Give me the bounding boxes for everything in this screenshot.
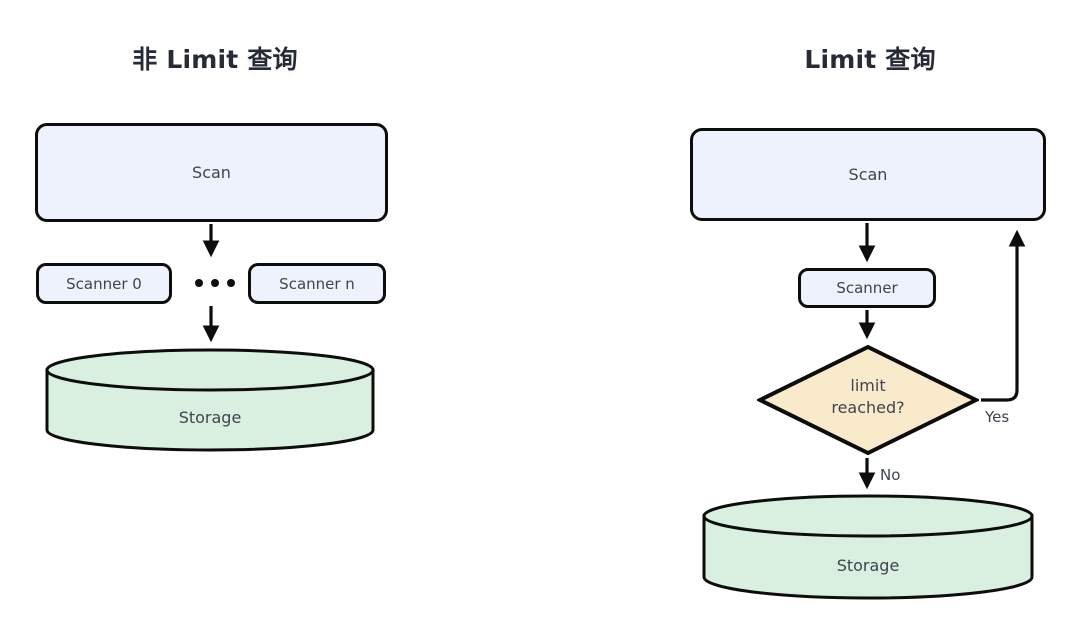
panel-title-limit: Limit 查询 [804, 45, 936, 74]
node-scanner-0[interactable]: Scanner 0 [36, 263, 172, 304]
node-label: Scanner 0 [66, 274, 142, 293]
node-label: Storage [836, 556, 900, 575]
node-scanner-n[interactable]: Scanner n [248, 263, 386, 304]
node-scanner-limit[interactable]: Scanner [798, 268, 936, 308]
node-storage-non-limit[interactable]: Storage [45, 348, 375, 452]
decision-label-line-1: limit [850, 376, 886, 395]
node-label: Scanner n [279, 274, 355, 293]
diamond-shape [755, 344, 981, 456]
node-scan-limit[interactable]: Scan [690, 128, 1046, 221]
node-label: Scanner [836, 279, 898, 297]
cylinder-shape [45, 348, 375, 452]
ellipsis-icon [195, 279, 235, 287]
node-label: Scan [848, 165, 888, 184]
arrow-decision-yes-to-scan [981, 229, 1026, 402]
edge-label-yes: Yes [985, 408, 1010, 426]
cylinder-shape [702, 494, 1034, 600]
node-label: Scan [192, 163, 231, 182]
node-label: Storage [178, 408, 242, 427]
decision-label: limit reached? [757, 375, 979, 418]
node-storage-limit[interactable]: Storage [702, 494, 1034, 600]
decision-label-line-2: reached? [831, 397, 905, 417]
node-decision-limit-reached[interactable]: limit reached? [755, 344, 981, 456]
edge-label-no: No [880, 466, 901, 484]
node-scan-non-limit[interactable]: Scan [35, 123, 388, 222]
panel-title-non-limit: 非 Limit 查询 [132, 45, 298, 74]
